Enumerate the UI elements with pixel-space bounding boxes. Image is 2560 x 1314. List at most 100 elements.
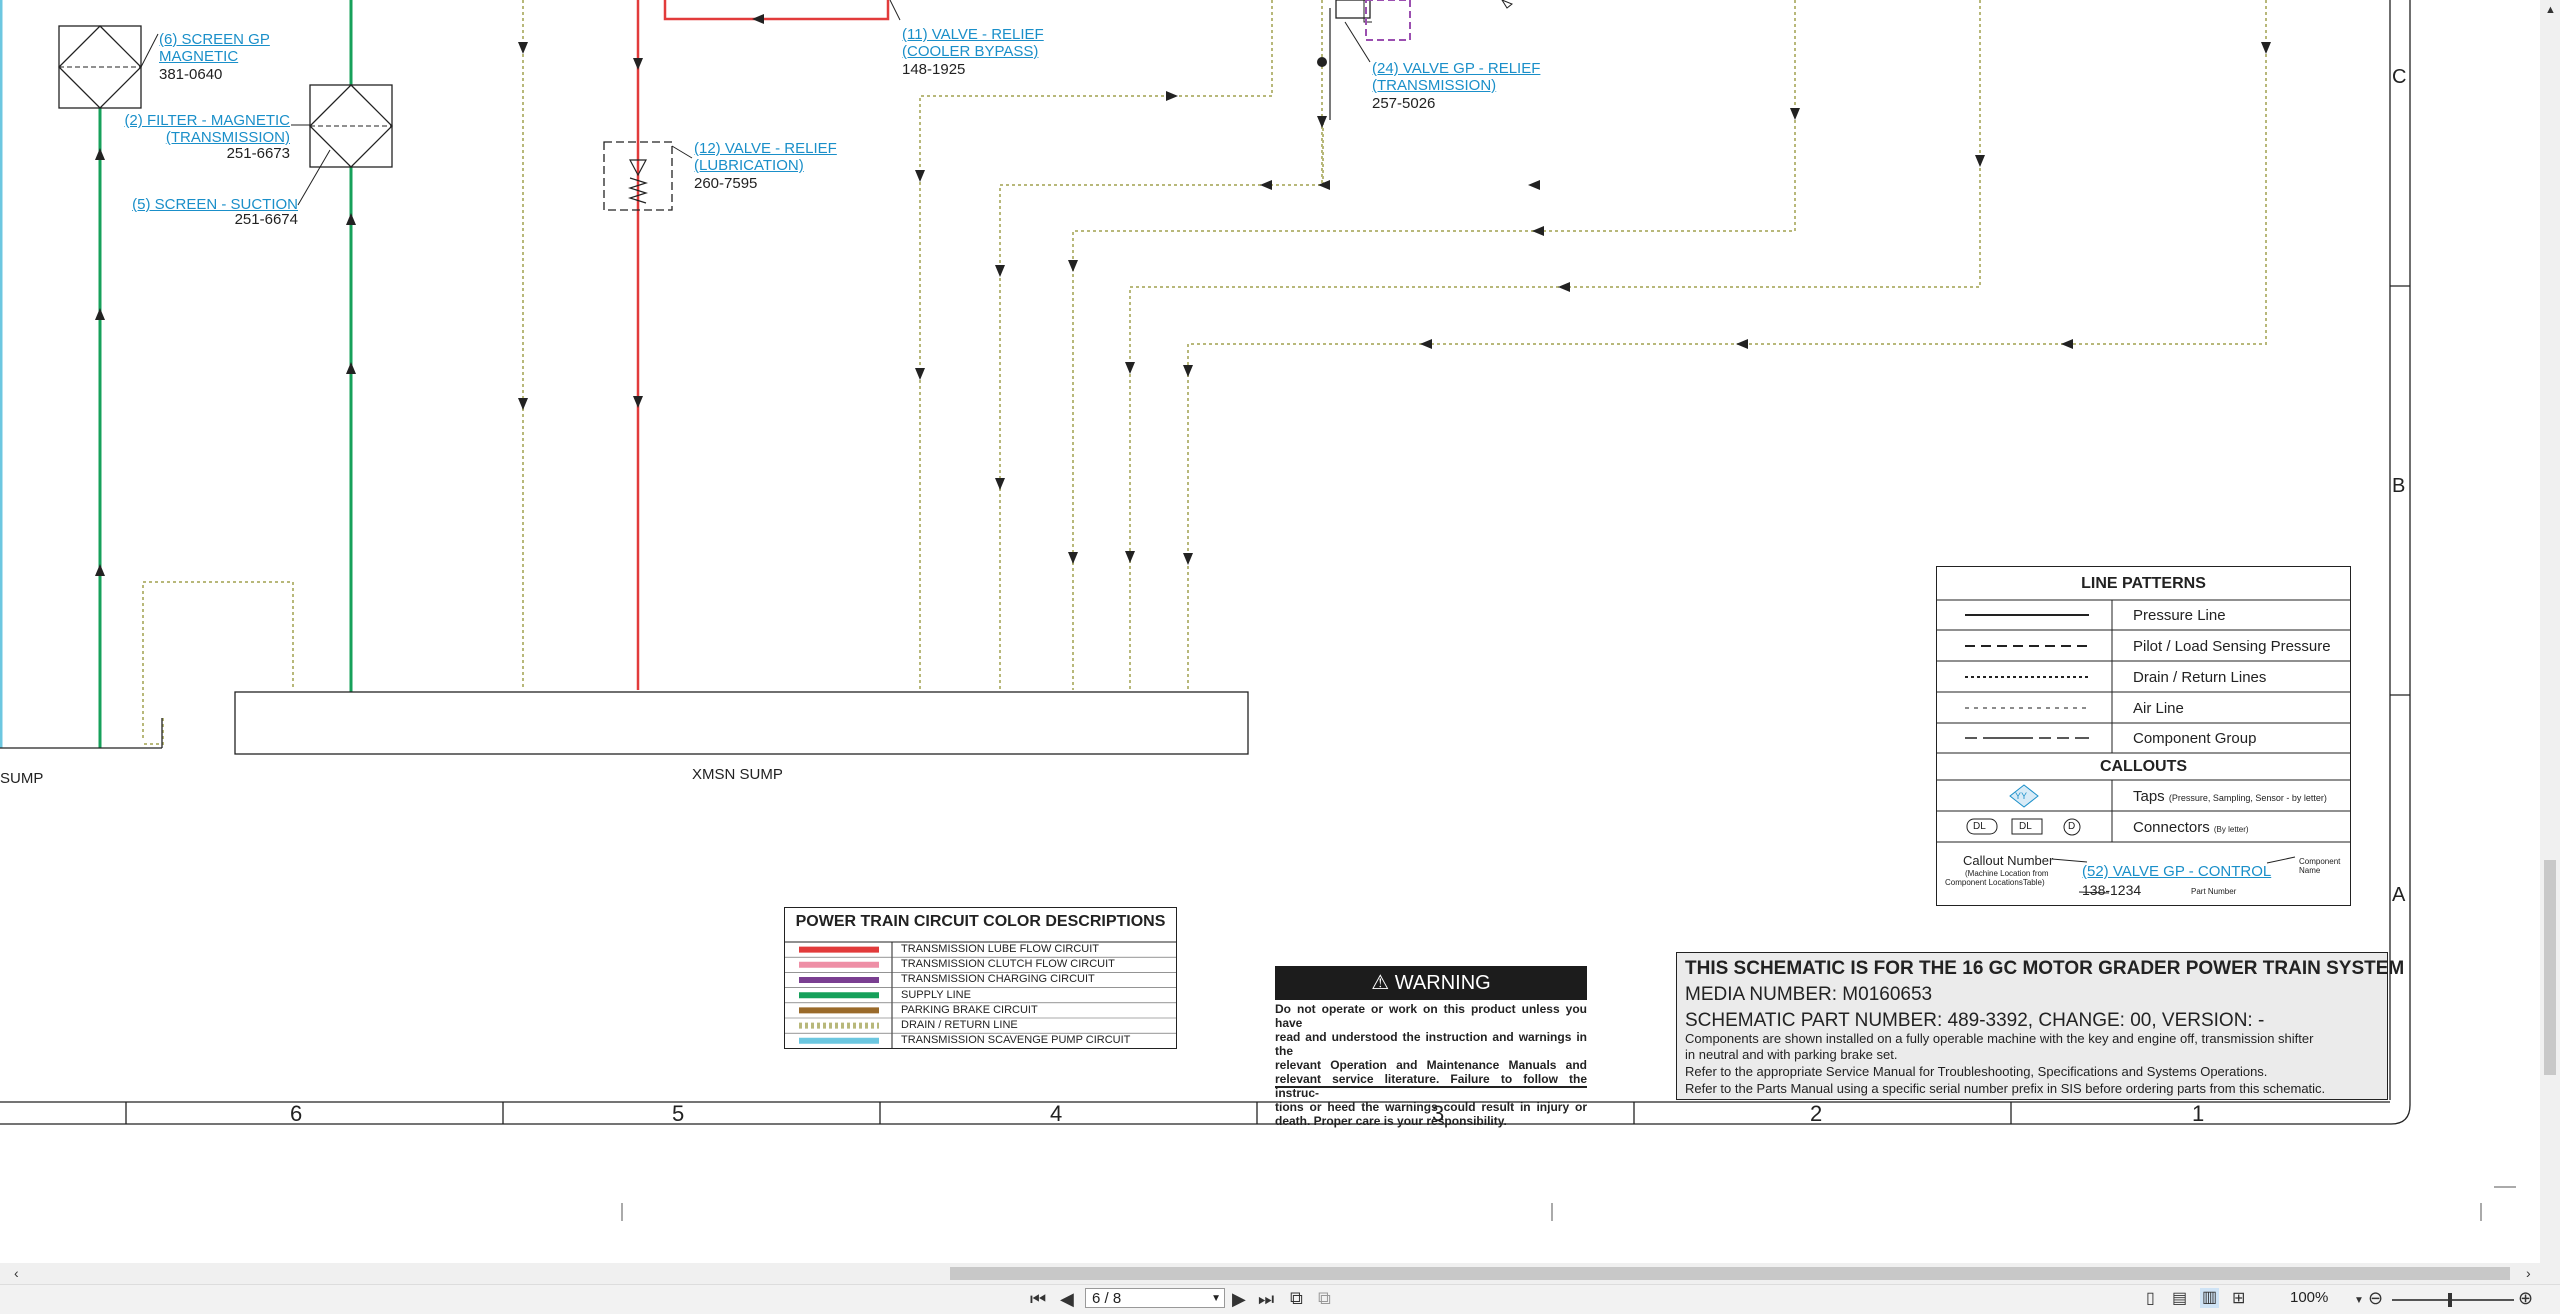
page-dropdown-icon[interactable]: ▼ bbox=[1211, 1293, 1221, 1304]
first-page-icon[interactable]: ⏮ bbox=[1030, 1289, 1047, 1309]
color-descriptions-title: POWER TRAIN CIRCUIT COLOR DESCRIPTIONS bbox=[795, 913, 1166, 930]
filter-magnetic-link[interactable]: (2) FILTER - MAGNETIC (TRANSMISSION) bbox=[110, 112, 290, 146]
legend-taps: Taps (Pressure, Sampling, Sensor - by le… bbox=[2133, 788, 2327, 805]
facing-pages-icon[interactable]: ▥ bbox=[2200, 1288, 2220, 1308]
last-page-icon[interactable]: ⏭ bbox=[1258, 1289, 1275, 1309]
valve-relief-cooler-line2: (COOLER BYPASS) bbox=[902, 43, 1039, 60]
zoom-out-icon[interactable]: ⊖ bbox=[2368, 1288, 2384, 1308]
vertical-scroll-thumb[interactable] bbox=[2544, 860, 2556, 1075]
grid-col-6: 6 bbox=[290, 1101, 303, 1126]
continuous-page-icon[interactable]: ▤ bbox=[2172, 1290, 2188, 1307]
continuous-facing-icon[interactable]: ⊞ bbox=[2232, 1290, 2246, 1307]
zoom-dropdown-icon[interactable]: ▼ bbox=[2354, 1295, 2364, 1306]
valve-relief-lube-link[interactable]: (12) VALVE - RELIEF (LUBRICATION) bbox=[694, 140, 837, 174]
line-patterns-title: LINE PATTERNS bbox=[2081, 575, 2206, 592]
title-block-heading: THIS SCHEMATIC IS FOR THE 16 GC MOTOR GR… bbox=[1685, 958, 2405, 979]
warning-header: ⚠ WARNING bbox=[1275, 966, 1587, 1000]
valve-gp-relief-symbol bbox=[1317, 0, 1513, 120]
warning-box: ⚠ WARNING Do not operate or work on this… bbox=[1275, 966, 1587, 1128]
warning-text-line: Do not operate or work on this product u… bbox=[1275, 1002, 1587, 1030]
screen-gp-magnetic-link[interactable]: (6) SCREEN GP MAGNETIC bbox=[159, 31, 270, 65]
screen-gp-magnetic-symbol bbox=[58, 25, 159, 109]
valve-relief-cooler-link[interactable]: (11) VALVE - RELIEF (COOLER BYPASS) bbox=[902, 26, 1044, 60]
screen-gp-magnetic-part: 381-0640 bbox=[159, 66, 223, 83]
grid-row-c: C bbox=[2392, 66, 2407, 88]
copy-view-icon[interactable]: ⧉ bbox=[1290, 1288, 1303, 1308]
zoom-in-icon[interactable]: ⊕ bbox=[2518, 1288, 2534, 1308]
warning-text-line: relevant service literature. Failure to … bbox=[1275, 1072, 1587, 1100]
callouts-title: CALLOUTS bbox=[2099, 758, 2188, 775]
callout-example-link[interactable]: (52) VALVE GP - CONTROL bbox=[2082, 863, 2272, 880]
title-block-media: MEDIA NUMBER: M0160653 bbox=[1685, 984, 1933, 1005]
filter-magnetic-symbol bbox=[291, 84, 393, 206]
zoom-slider-handle[interactable] bbox=[2448, 1293, 2452, 1307]
split-view-icon[interactable]: ⧉ bbox=[1318, 1288, 1331, 1308]
color-description-label: DRAIN / RETURN LINE bbox=[901, 1019, 1018, 1031]
navigation-toolbar: ⏮ ◀ 6 / 8 ▼ ▶ ⏭ ⧉ ⧉ ▯ ▤ ▥ ⊞ 100% ▼ ⊖ ⊕ bbox=[0, 1284, 2560, 1314]
screen-suction-part: 251-6674 bbox=[234, 211, 298, 228]
legend-taps-label: Taps bbox=[2133, 788, 2165, 805]
legend-connectors-note: (By letter) bbox=[2213, 825, 2249, 834]
warning-text-line: read and understood the instruction and … bbox=[1275, 1030, 1587, 1058]
warning-title: WARNING bbox=[1394, 972, 1491, 994]
color-description-label: TRANSMISSION SCAVENGE PUMP CIRCUIT bbox=[901, 1034, 1131, 1047]
lube-relief-valve-symbol bbox=[603, 141, 693, 211]
horizontal-scroll-thumb[interactable] bbox=[950, 1267, 2510, 1280]
scroll-up-icon[interactable]: ▲ bbox=[2545, 4, 2556, 16]
document-viewport: (6) SCREEN GP MAGNETIC 381-0640 (2) FILT… bbox=[0, 0, 2516, 1221]
component-name-label1: Component bbox=[2299, 857, 2341, 866]
color-description-label: TRANSMISSION CLUTCH FLOW CIRCUIT bbox=[901, 958, 1115, 971]
legend-pressure-line: Pressure Line bbox=[2133, 607, 2226, 624]
valve-relief-cooler-line1: (11) VALVE - RELIEF bbox=[902, 26, 1044, 43]
warning-text-line: relevant Operation and Maintenance Manua… bbox=[1275, 1058, 1587, 1072]
title-block: THIS SCHEMATIC IS FOR THE 16 GC MOTOR GR… bbox=[1676, 952, 2404, 1100]
tap-symbol bbox=[2009, 784, 2039, 808]
horizontal-scrollbar[interactable]: ‹ › bbox=[0, 1263, 2560, 1284]
next-page-icon[interactable]: ▶ bbox=[1232, 1289, 1246, 1309]
page-number-field[interactable]: 6 / 8 ▼ bbox=[1085, 1288, 1225, 1308]
callout-number-note2: Component LocationsTable) bbox=[1945, 878, 2045, 887]
color-description-label: TRANSMISSION LUBE FLOW CIRCUIT bbox=[901, 943, 1100, 955]
connector-symbol-3: D bbox=[2068, 821, 2076, 832]
valve-gp-relief-line2: (TRANSMISSION) bbox=[1372, 77, 1497, 94]
legend-connectors: Connectors (By letter) bbox=[2133, 819, 2249, 836]
callout-number-note1: (Machine Location from bbox=[1965, 869, 2049, 878]
vertical-scrollbar[interactable]: ▲ ⌄ bbox=[2540, 0, 2560, 1281]
title-block-note2: in neutral and with parking brake set. bbox=[1685, 1047, 1898, 1062]
single-page-icon[interactable]: ▯ bbox=[2146, 1290, 2155, 1307]
connector-symbol-1: DL bbox=[1973, 821, 1986, 832]
zoom-slider[interactable] bbox=[2392, 1293, 2514, 1307]
previous-page-icon[interactable]: ◀ bbox=[1060, 1289, 1074, 1309]
filter-magnetic-line1: (2) FILTER - MAGNETIC bbox=[124, 112, 290, 129]
scroll-right-icon[interactable]: › bbox=[2526, 1265, 2531, 1281]
screen-gp-magnetic-line2: MAGNETIC bbox=[159, 48, 239, 65]
valve-relief-lube-line1: (12) VALVE - RELIEF bbox=[694, 140, 837, 157]
schematic-drawing bbox=[0, 0, 2516, 1221]
color-descriptions-swatches bbox=[785, 941, 1176, 1048]
legend-taps-note: (Pressure, Sampling, Sensor - by letter) bbox=[2168, 793, 2327, 803]
title-block-schematic: SCHEMATIC PART NUMBER: 489-3392, CHANGE:… bbox=[1685, 1010, 2265, 1031]
part-number-label: Part Number bbox=[2191, 887, 2237, 896]
valve-relief-lube-line2: (LUBRICATION) bbox=[694, 157, 804, 174]
grid-col-4: 4 bbox=[1050, 1101, 1063, 1126]
grid-col-1: 1 bbox=[2192, 1101, 2205, 1126]
callout-number-label: Callout Number bbox=[1963, 853, 2054, 868]
filter-magnetic-part: 251-6673 bbox=[226, 145, 290, 162]
valve-gp-relief-link[interactable]: (24) VALVE GP - RELIEF (TRANSMISSION) bbox=[1372, 60, 1540, 94]
title-block-note3: Refer to the appropriate Service Manual … bbox=[1685, 1064, 2268, 1079]
grid-row-b: B bbox=[2392, 475, 2406, 497]
tap-symbol-label: YY bbox=[2015, 791, 2028, 801]
component-name-label2: Name bbox=[2299, 866, 2321, 875]
valve-relief-cooler-part: 148-1925 bbox=[902, 61, 966, 78]
screen-suction-link[interactable]: (5) SCREEN - SUCTION bbox=[132, 196, 298, 213]
color-description-label: TRANSMISSION CHARGING CIRCUIT bbox=[901, 973, 1095, 986]
title-block-note1: Components are shown installed on a full… bbox=[1685, 1031, 2314, 1046]
legend-component-group: Component Group bbox=[2133, 730, 2257, 747]
zoom-level: 100% bbox=[2290, 1289, 2329, 1306]
grid-row-a: A bbox=[2392, 884, 2406, 906]
color-description-label: PARKING BRAKE CIRCUIT bbox=[901, 1003, 1038, 1016]
scroll-left-icon[interactable]: ‹ bbox=[14, 1265, 19, 1281]
legend-pilot-line: Pilot / Load Sensing Pressure bbox=[2133, 638, 2331, 655]
xmsn-sump-label: XMSN SUMP bbox=[692, 766, 783, 783]
line-patterns-grid bbox=[1937, 599, 2350, 894]
